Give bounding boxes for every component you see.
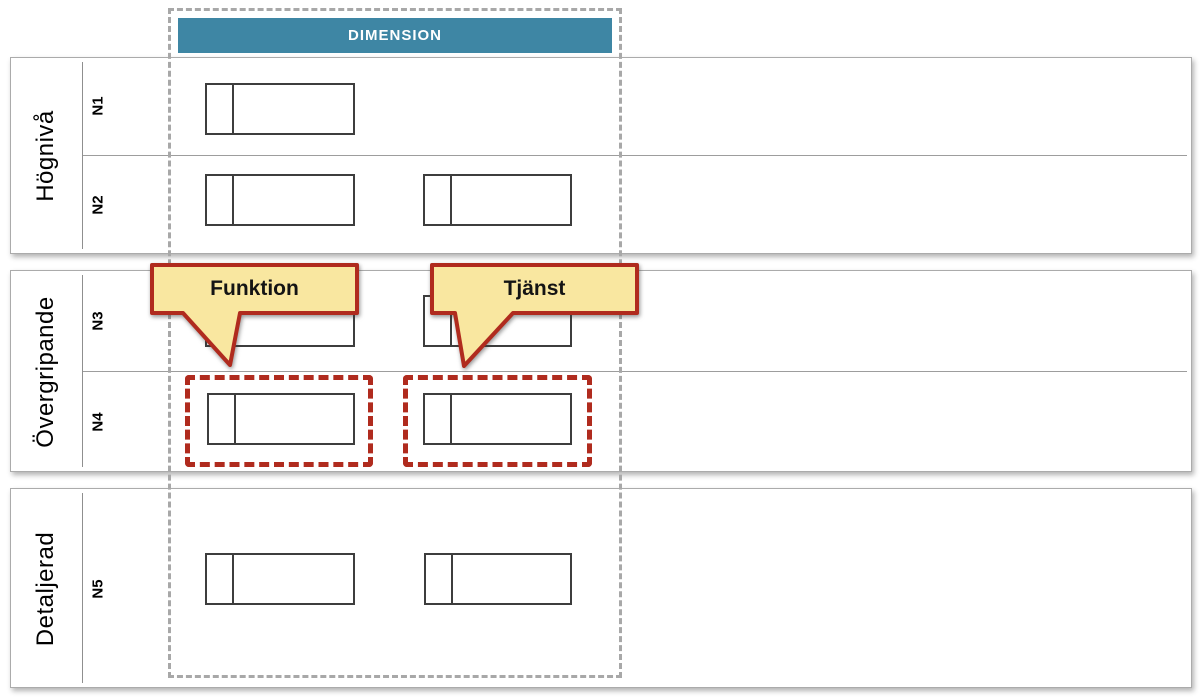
group-divider — [82, 493, 83, 683]
group-label-overgripande: Övergripande — [32, 296, 59, 448]
row-label-n4: N4 — [89, 412, 107, 432]
callout-tjanst-label: Tjänst — [503, 277, 566, 300]
component-box-n5-left — [205, 553, 355, 605]
row-label-n3: N3 — [89, 311, 107, 331]
box-compartment-divider — [232, 176, 234, 224]
box-compartment-divider — [450, 395, 452, 443]
row-divider-n3-n4 — [83, 371, 1187, 372]
group-divider — [82, 275, 83, 467]
row-label-n1: N1 — [89, 96, 107, 116]
row-label-n2: N2 — [89, 195, 107, 215]
box-compartment-divider — [234, 395, 236, 443]
row-label-n5: N5 — [89, 579, 107, 599]
highlight-rect-tjanst — [403, 375, 592, 467]
component-box-n5-right — [424, 553, 572, 605]
callout-funktion-label: Funktion — [210, 277, 299, 300]
component-box-n4-right — [423, 393, 572, 445]
component-box-n2-left — [205, 174, 355, 226]
callout-tjanst-shape — [430, 263, 639, 368]
component-box-n4-left — [207, 393, 355, 445]
dimension-header: DIMENSION — [178, 18, 612, 53]
box-compartment-divider — [450, 297, 452, 345]
row-divider-n1-n2 — [83, 155, 1187, 156]
box-compartment-divider — [451, 555, 453, 603]
box-compartment-divider — [232, 555, 234, 603]
band-detaljerad: Detaljerad N5 — [10, 488, 1192, 688]
group-divider — [82, 62, 83, 249]
component-box-n1 — [205, 83, 355, 135]
group-label-detaljerad: Detaljerad — [32, 531, 59, 647]
callout-funktion-shape — [150, 263, 359, 367]
box-compartment-divider — [450, 176, 452, 224]
band-hogniva: Högnivå N1 N2 — [10, 57, 1192, 254]
group-label-hogniva: Högnivå — [32, 110, 59, 202]
component-box-n2-right — [423, 174, 572, 226]
highlight-rect-funktion — [185, 375, 373, 467]
box-compartment-divider — [232, 85, 234, 133]
